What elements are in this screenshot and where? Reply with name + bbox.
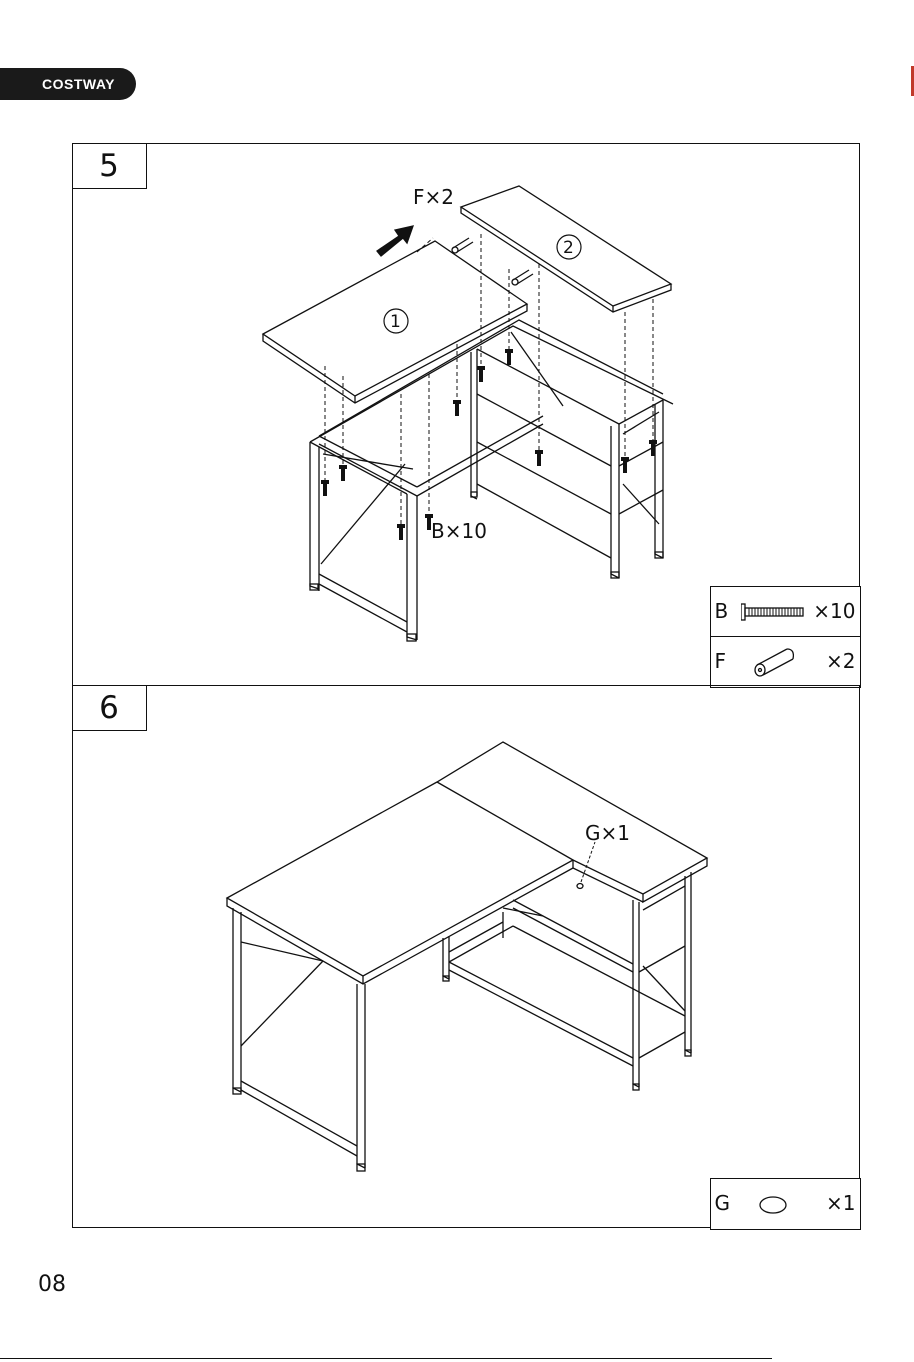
panel-2-label: 2 bbox=[563, 238, 574, 258]
screw-icon bbox=[741, 597, 807, 627]
direction-arrow-icon bbox=[377, 226, 413, 256]
part-row: B ×10 bbox=[711, 587, 860, 637]
brand-logo: COSTWAY bbox=[0, 68, 136, 100]
dowel-icon bbox=[747, 645, 807, 679]
part-letter: G bbox=[715, 1191, 731, 1215]
part-quantity: ×2 bbox=[826, 649, 855, 673]
part-row: F ×2 bbox=[711, 637, 860, 687]
footer-rule bbox=[0, 1358, 772, 1359]
part-quantity: ×10 bbox=[813, 599, 855, 623]
part-row: G ×1 bbox=[711, 1179, 860, 1229]
panel-1-label: 1 bbox=[390, 312, 401, 332]
part-quantity: ×1 bbox=[826, 1191, 855, 1215]
screw-callout: B×10 bbox=[431, 519, 487, 543]
step-number: 5 bbox=[72, 143, 147, 189]
step-6-panel: G ×1 6 G ×1 bbox=[72, 685, 860, 1228]
parts-box: G ×1 bbox=[710, 1178, 861, 1230]
parts-box: B ×10 F bbox=[710, 586, 861, 688]
step-5-panel: F×2 B×10 1 2 5 B ×10 bbox=[72, 143, 860, 686]
step-number: 6 bbox=[72, 685, 147, 731]
cap-icon bbox=[757, 1189, 797, 1219]
page-number: 08 bbox=[38, 1272, 66, 1297]
cap-callout: G×1 bbox=[585, 821, 630, 845]
cap-icon bbox=[577, 884, 583, 889]
part-letter: F bbox=[715, 649, 727, 673]
step-6-illustration: G ×1 bbox=[73, 686, 861, 1229]
dowel-callout: F×2 bbox=[413, 185, 454, 209]
part-letter: B bbox=[715, 599, 729, 623]
